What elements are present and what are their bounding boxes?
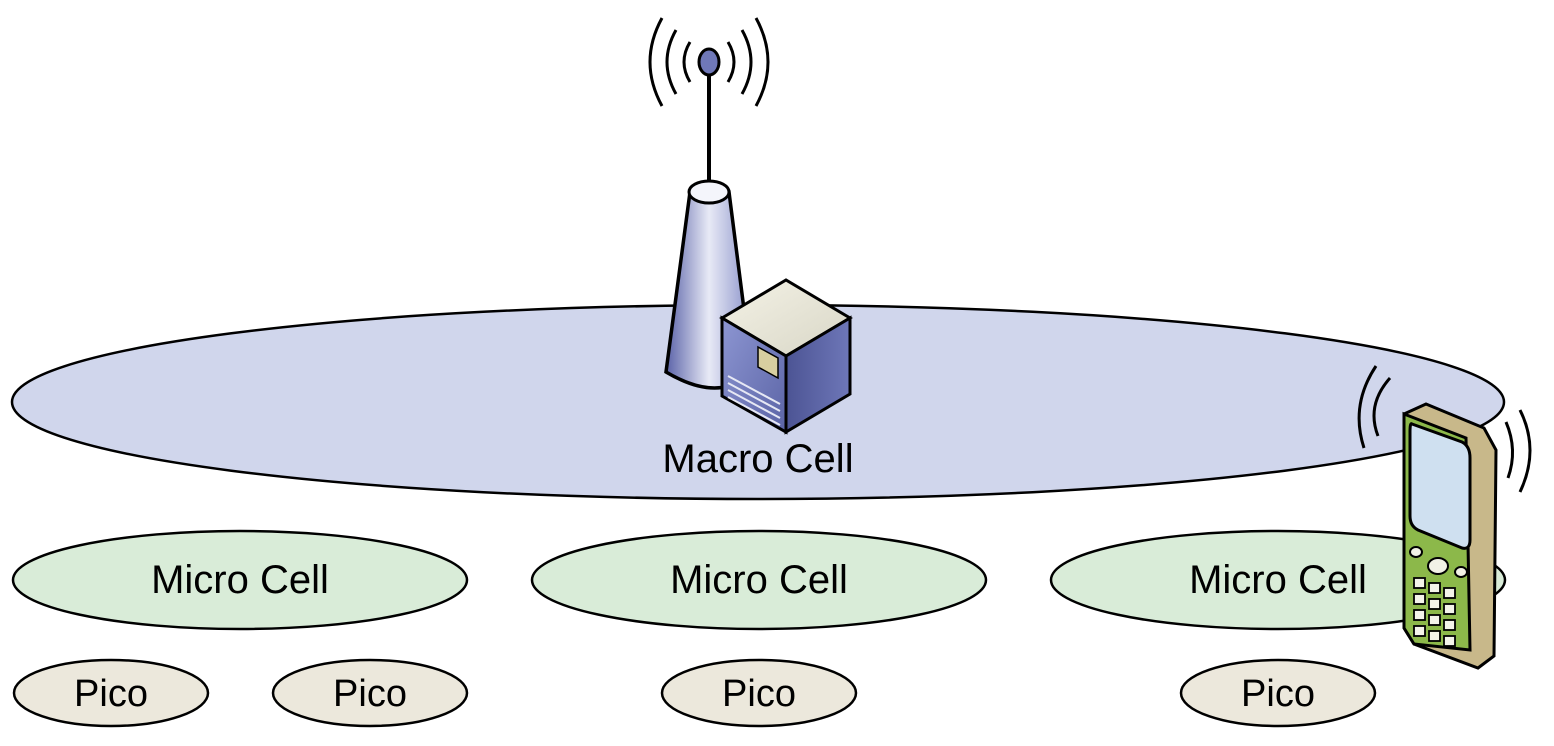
- radio-waves-icon: [648, 17, 770, 107]
- micro-cell-ellipse: [11, 529, 469, 631]
- pico-cell-ellipse: [660, 658, 858, 728]
- micro-cell-label: Micro Cell: [1189, 558, 1367, 602]
- micro-cell-ellipse: [530, 529, 988, 631]
- pico-cell-4: Pico: [1179, 658, 1377, 728]
- pico-cell-ellipse: [1179, 658, 1377, 728]
- pico-cell-label: Pico: [722, 673, 796, 715]
- micro-cell-1: Micro Cell: [11, 529, 469, 631]
- pico-cell-1: Pico: [12, 658, 210, 728]
- micro-cell-ellipse: [1049, 529, 1507, 631]
- micro-cell-label: Micro Cell: [151, 558, 329, 602]
- pico-cell-ellipse: [12, 658, 210, 728]
- pico-cell-label: Pico: [74, 673, 148, 715]
- micro-cell-2: Micro Cell: [530, 529, 988, 631]
- micro-cell-label: Micro Cell: [670, 558, 848, 602]
- micro-cell-3: Micro Cell: [1049, 529, 1507, 631]
- pico-cell-2: Pico: [271, 658, 469, 728]
- pico-cell-3: Pico: [660, 658, 858, 728]
- base-station-box-icon: [719, 278, 853, 435]
- pico-cell-label: Pico: [1241, 673, 1315, 715]
- pico-cell-ellipse: [271, 658, 469, 728]
- mobile-phone-icon: [1357, 365, 1532, 670]
- macro-cell-label: Macro Cell: [662, 437, 853, 481]
- pico-cell-label: Pico: [333, 673, 407, 715]
